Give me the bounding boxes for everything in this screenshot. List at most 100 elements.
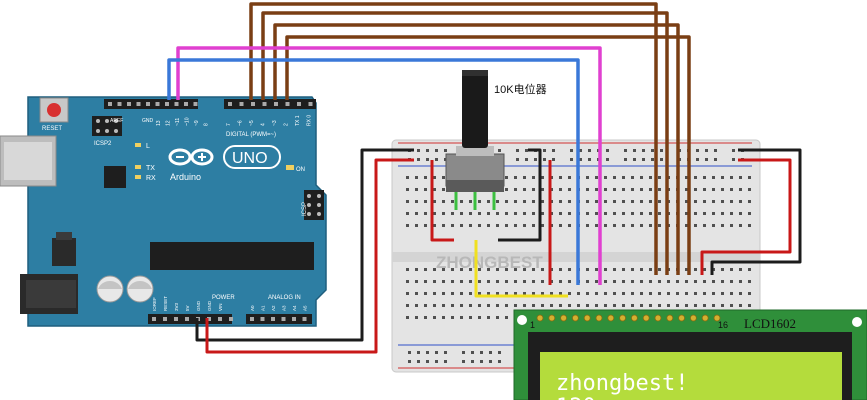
terminal-hole bbox=[703, 304, 706, 307]
terminal-hole bbox=[685, 268, 688, 271]
wire-black-right bbox=[710, 148, 802, 275]
header-pin bbox=[292, 317, 296, 321]
terminal-hole bbox=[649, 188, 652, 191]
terminal-hole bbox=[712, 176, 715, 179]
terminal-hole bbox=[514, 200, 517, 203]
terminal-hole bbox=[604, 200, 607, 203]
terminal-hole bbox=[703, 188, 706, 191]
terminal-hole bbox=[568, 212, 571, 215]
potentiometer-collar bbox=[456, 146, 494, 156]
terminal-hole bbox=[442, 304, 445, 307]
terminal-hole bbox=[505, 292, 508, 295]
terminal-hole bbox=[442, 224, 445, 227]
header-pin bbox=[228, 102, 232, 106]
terminal-hole bbox=[559, 176, 562, 179]
terminal-hole bbox=[685, 224, 688, 227]
lcd-pin bbox=[713, 314, 721, 322]
terminal-hole bbox=[523, 212, 526, 215]
terminal-hole bbox=[658, 176, 661, 179]
terminal-hole bbox=[649, 292, 652, 295]
header-pin bbox=[229, 317, 233, 321]
uno-logo-text: UNO bbox=[232, 150, 268, 167]
rail-hole bbox=[660, 158, 663, 161]
terminal-hole bbox=[415, 188, 418, 191]
rail-hole bbox=[471, 360, 474, 363]
on-led bbox=[286, 165, 294, 170]
terminal-hole bbox=[730, 176, 733, 179]
terminal-hole bbox=[469, 224, 472, 227]
terminal-hole bbox=[514, 224, 517, 227]
terminal-hole bbox=[730, 224, 733, 227]
pin-label: A4 bbox=[292, 305, 297, 311]
terminal-hole bbox=[640, 176, 643, 179]
terminal-hole bbox=[595, 212, 598, 215]
terminal-hole bbox=[568, 304, 571, 307]
terminal-hole bbox=[586, 268, 589, 271]
terminal-hole bbox=[514, 304, 517, 307]
terminal-hole bbox=[739, 188, 742, 191]
reset-label: RESET bbox=[42, 126, 62, 132]
header-pin bbox=[146, 102, 150, 106]
arduino-logo bbox=[168, 148, 214, 166]
terminal-hole bbox=[496, 212, 499, 215]
icsp-pins bbox=[307, 194, 321, 216]
terminal-hole bbox=[496, 280, 499, 283]
header-pin bbox=[185, 317, 189, 321]
terminal-hole bbox=[505, 212, 508, 215]
terminal-hole bbox=[487, 280, 490, 283]
rail-hole bbox=[552, 158, 555, 161]
terminal-hole bbox=[685, 176, 688, 179]
terminal-hole bbox=[613, 292, 616, 295]
header-pin bbox=[108, 102, 112, 106]
terminal-hole bbox=[649, 268, 652, 271]
rail-hole bbox=[444, 360, 447, 363]
rail-hole bbox=[633, 149, 636, 152]
atmega-chip bbox=[150, 242, 314, 270]
terminal-hole bbox=[424, 176, 427, 179]
uno-badge bbox=[223, 145, 281, 169]
terminal-hole bbox=[739, 176, 742, 179]
terminal-hole bbox=[523, 188, 526, 191]
rail-hole bbox=[579, 149, 582, 152]
lcd-line-1: zhongbest! bbox=[556, 371, 688, 396]
terminal-hole bbox=[442, 280, 445, 283]
terminal-hole bbox=[613, 304, 616, 307]
terminal-hole bbox=[640, 280, 643, 283]
terminal-hole bbox=[631, 280, 634, 283]
pin-label: ~3 bbox=[272, 120, 278, 126]
terminal-hole bbox=[667, 304, 670, 307]
terminal-hole bbox=[712, 200, 715, 203]
terminal-hole bbox=[433, 176, 436, 179]
pin-label: ~9 bbox=[194, 120, 200, 126]
terminal-hole bbox=[451, 200, 454, 203]
terminal-hole bbox=[631, 188, 634, 191]
terminal-hole bbox=[658, 280, 661, 283]
terminal-hole bbox=[730, 212, 733, 215]
terminal-hole bbox=[748, 280, 751, 283]
terminal-hole bbox=[406, 176, 409, 179]
terminal-hole bbox=[550, 292, 553, 295]
header-pin bbox=[136, 102, 141, 106]
terminal-hole bbox=[433, 316, 436, 319]
wire-pink bbox=[176, 46, 602, 285]
rail-hole bbox=[732, 158, 735, 161]
lcd-screen bbox=[540, 352, 842, 400]
terminal-hole bbox=[532, 304, 535, 307]
terminal-hole bbox=[604, 292, 607, 295]
terminal-hole bbox=[613, 188, 616, 191]
terminal-hole bbox=[703, 176, 706, 179]
pin-label: IOREF bbox=[152, 297, 157, 311]
lcd-mount-hole-right bbox=[852, 317, 862, 327]
terminal-hole bbox=[703, 292, 706, 295]
terminal-hole bbox=[712, 212, 715, 215]
terminal-hole bbox=[424, 212, 427, 215]
lcd-pin bbox=[701, 314, 709, 322]
terminal-hole bbox=[559, 224, 562, 227]
pin-label: A1 bbox=[261, 305, 266, 311]
rail-hole bbox=[417, 158, 420, 161]
terminal-hole bbox=[487, 224, 490, 227]
terminal-hole bbox=[496, 292, 499, 295]
rail-hole bbox=[444, 351, 447, 354]
lcd-model: LCD1602 bbox=[744, 316, 796, 331]
